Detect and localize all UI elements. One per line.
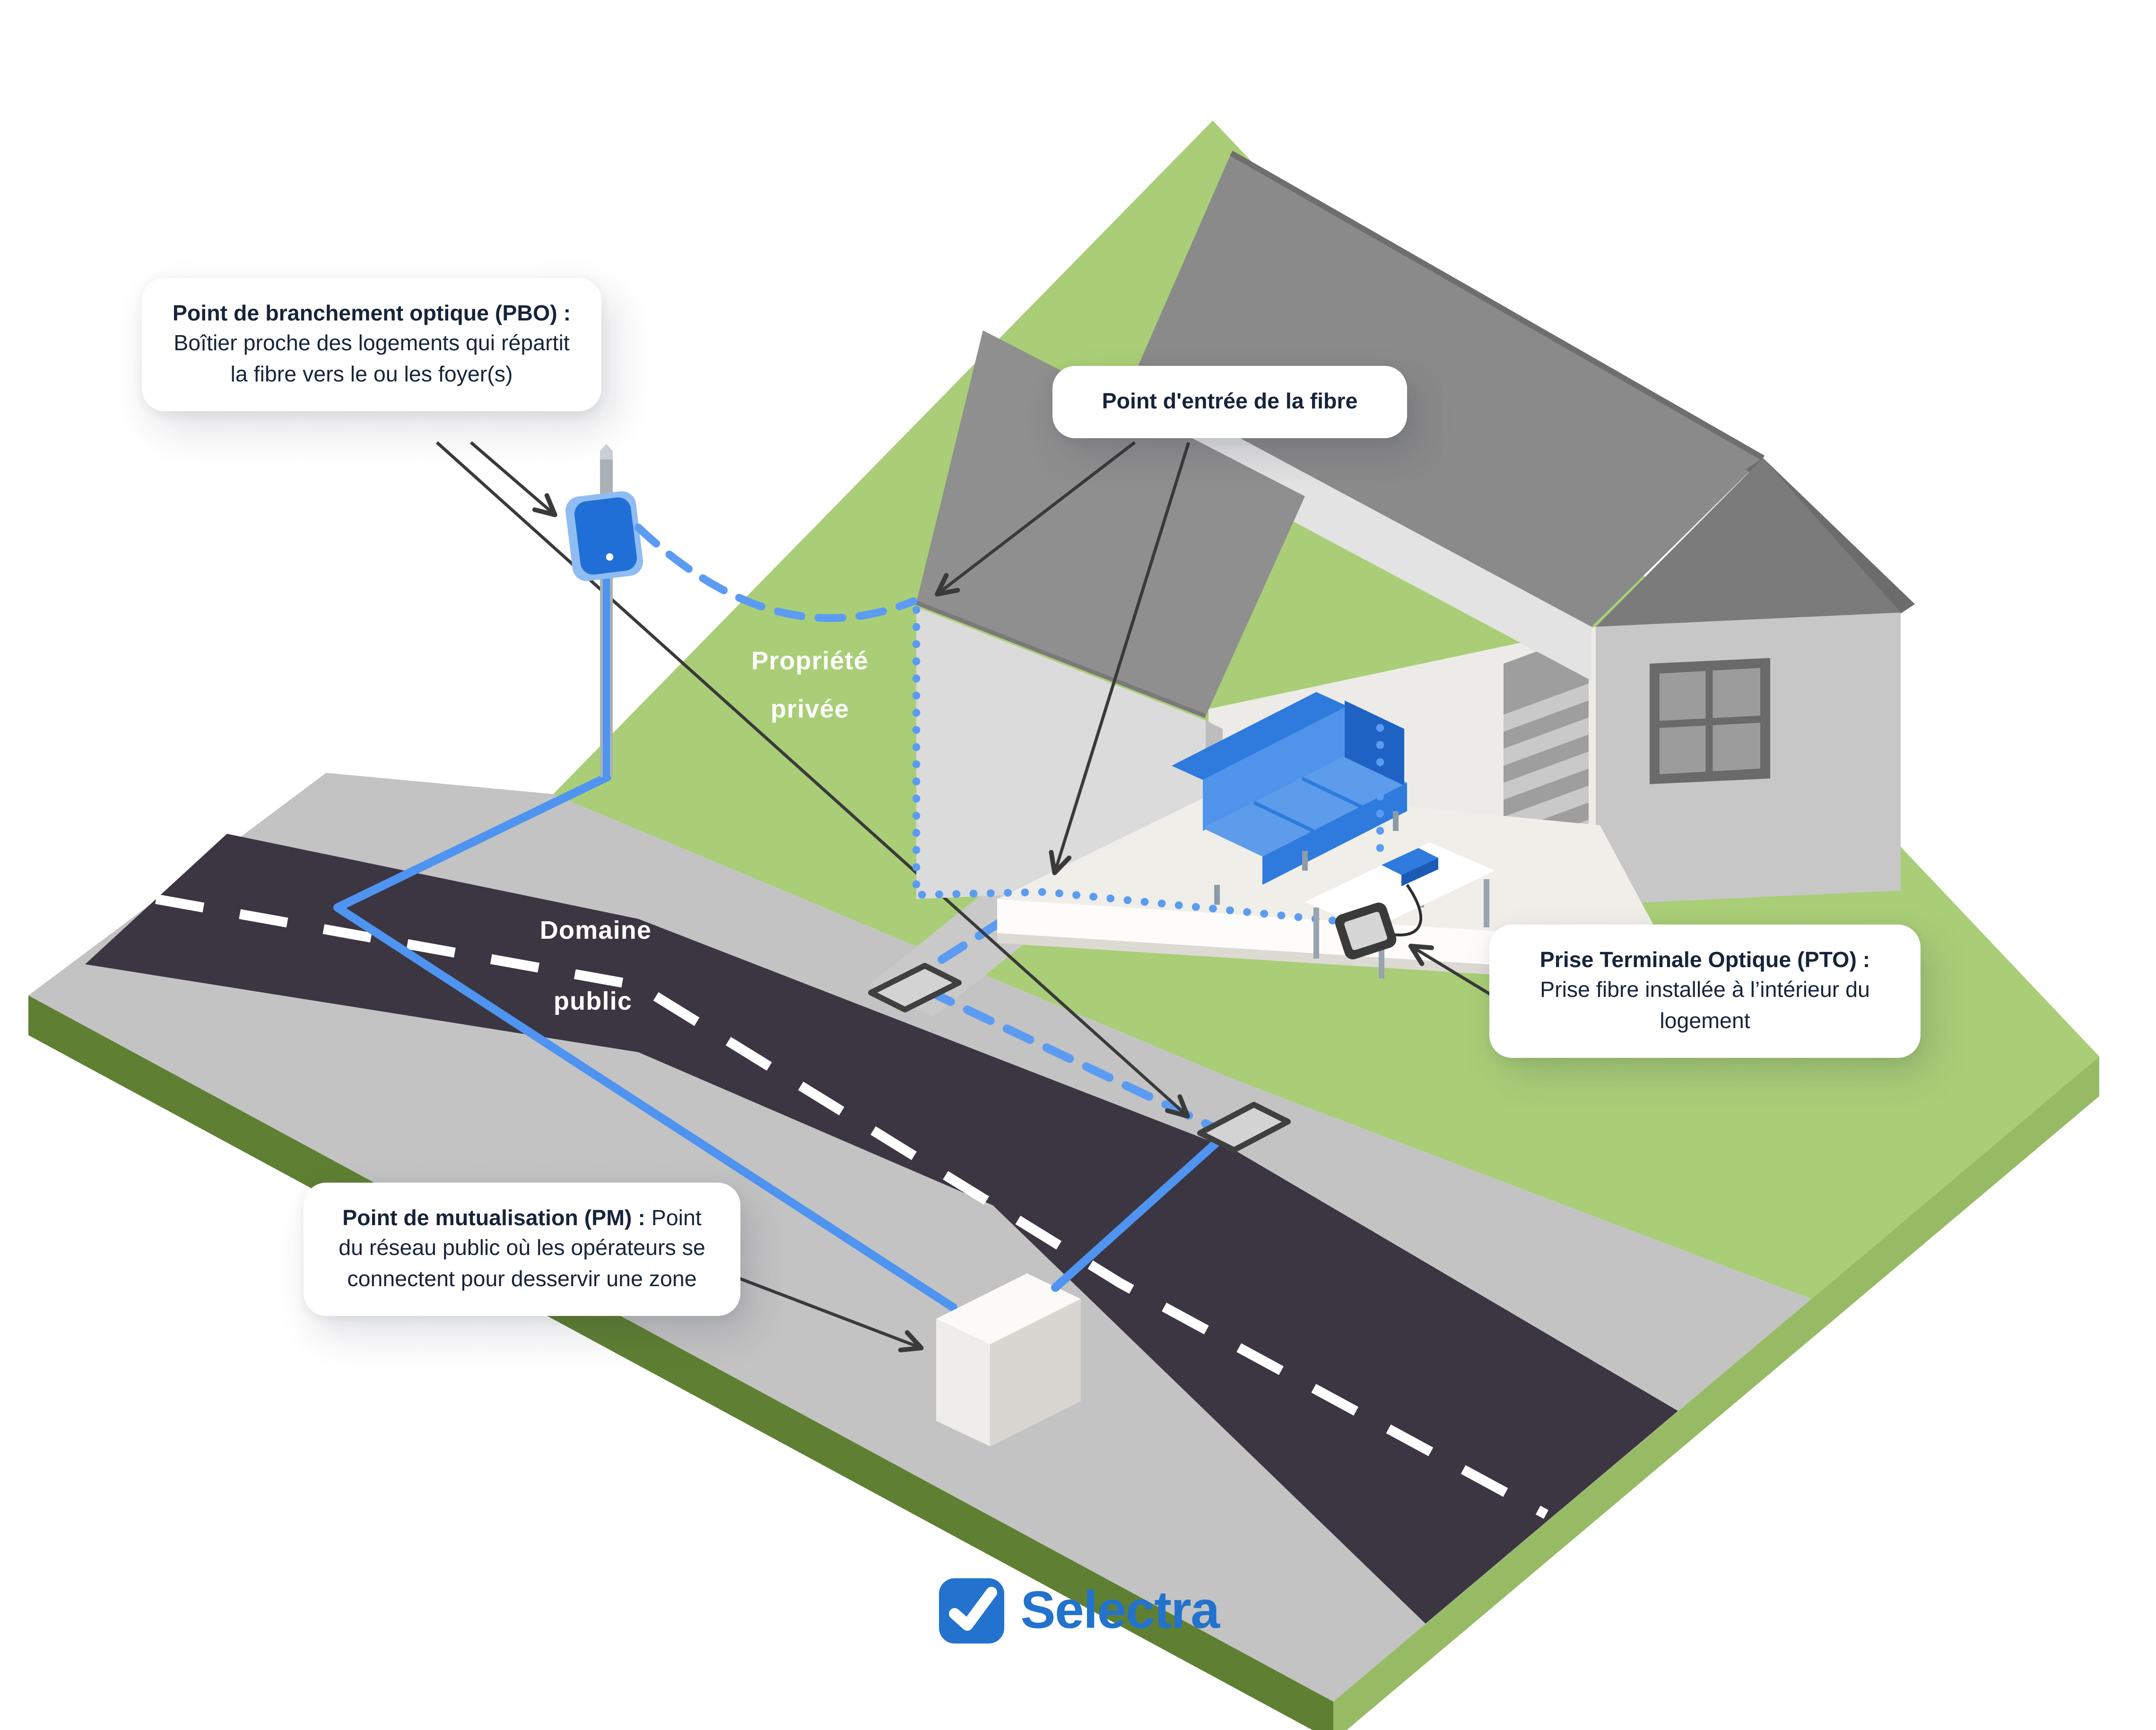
manhole-icon bbox=[868, 963, 962, 1012]
couch bbox=[1172, 692, 1407, 905]
land-side-faces bbox=[28, 995, 2099, 1730]
brand-name: Selectra bbox=[1020, 1581, 1220, 1639]
land-side-se bbox=[1333, 1056, 2099, 1730]
zone-public-line2: public bbox=[554, 987, 632, 1015]
land-side-sw bbox=[28, 995, 1333, 1730]
house bbox=[912, 150, 1915, 986]
front-wall-band bbox=[1135, 380, 1591, 681]
road bbox=[85, 834, 1678, 1624]
fiber-aerial-dashed bbox=[634, 523, 918, 622]
callout-pbo-title: Point de branchement optique (PBO) : bbox=[172, 302, 571, 326]
callout-pto-body: Prise fibre installée à l’intérieur du l… bbox=[1540, 979, 1870, 1034]
callout-fiber-entry: Point d'entrée de la fibre bbox=[1052, 366, 1407, 439]
gable-end bbox=[1596, 458, 1901, 627]
callout-pbo-body: Boîtier proche des logements qui réparti… bbox=[174, 332, 570, 387]
callout-pm: Point de mutualisation (PM) : Point du r… bbox=[304, 1183, 740, 1316]
pm-cabinet bbox=[936, 1273, 1081, 1446]
selectra-check-icon bbox=[938, 1578, 1004, 1644]
router bbox=[1382, 848, 1438, 886]
callout-fiber-entry-title: Point d'entrée de la fibre bbox=[1102, 390, 1358, 414]
callout-pto: Prise Terminale Optique (PTO) : Prise fi… bbox=[1489, 925, 1921, 1058]
window-icon bbox=[1650, 658, 1770, 784]
callout-pm-body: Point du réseau public où les opérateurs… bbox=[339, 1207, 705, 1292]
fiber-dotted-line bbox=[912, 606, 1384, 929]
leader-lines bbox=[469, 441, 1493, 1353]
selectra-logo: Selectra bbox=[0, 1577, 2156, 1645]
main-roof bbox=[1132, 153, 1763, 627]
pto-socket bbox=[1335, 902, 1397, 960]
leader-entry-to-roof-corner bbox=[935, 441, 1136, 597]
annex-roof bbox=[916, 330, 1305, 716]
pbo-box-icon bbox=[565, 491, 643, 581]
leader-entry-to-ground-entry bbox=[1049, 442, 1191, 875]
annex-front-wall bbox=[916, 607, 1206, 899]
callout-pto-title: Prise Terminale Optique (PTO) : bbox=[1539, 949, 1870, 973]
leader-pbo-to-chamber bbox=[435, 441, 1190, 1119]
zone-private-line1: Propriété bbox=[751, 647, 869, 675]
leader-pbo-to-box bbox=[469, 441, 557, 518]
router-cable bbox=[1384, 884, 1422, 937]
leader-pto-to-socket bbox=[1408, 943, 1493, 997]
leader-pm-to-cabinet bbox=[725, 1272, 924, 1353]
callout-pm-title: Point de mutualisation (PM) : bbox=[342, 1207, 645, 1231]
fiber-solid-crossing bbox=[1051, 1130, 1230, 1292]
zone-public-line1: Domaine bbox=[540, 916, 652, 944]
road-centerline bbox=[155, 894, 1549, 1519]
callout-pbo: Point de branchement optique (PBO) : Boî… bbox=[142, 278, 601, 412]
zone-private-line2: privée bbox=[771, 695, 849, 723]
manhole-icon bbox=[1197, 1102, 1291, 1153]
